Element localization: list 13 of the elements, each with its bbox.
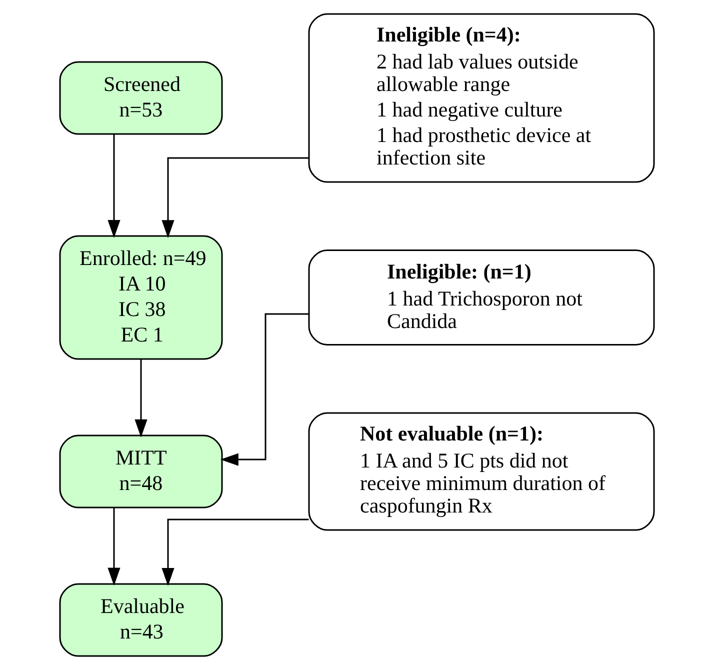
arrow	[107, 134, 120, 238]
node-box: Ineligible: (n=1) 1 had Trichosporon not Candida	[308, 250, 654, 346]
node-box: Ineligible (n=4): 2 had lab values outside allowable range 1 had negative culture 1 had prosthetic device at infection site	[308, 13, 654, 183]
arrow	[161, 157, 308, 238]
arrow	[220, 313, 308, 466]
arrow	[107, 508, 120, 586]
node-box: Evaluable n=43	[58, 583, 222, 657]
node-box: Not evaluable (n=1): 1 IA and 5 IC pts did not receive minimum duration of caspofungin Rx	[308, 412, 654, 531]
arrow	[134, 359, 147, 438]
node-box: Screened n=53	[58, 61, 222, 135]
node-box: Enrolled: n=49 IA 10 IC 38 EC 1	[58, 235, 222, 360]
node-box: MITT n=48	[58, 434, 222, 508]
arrow	[161, 518, 308, 586]
